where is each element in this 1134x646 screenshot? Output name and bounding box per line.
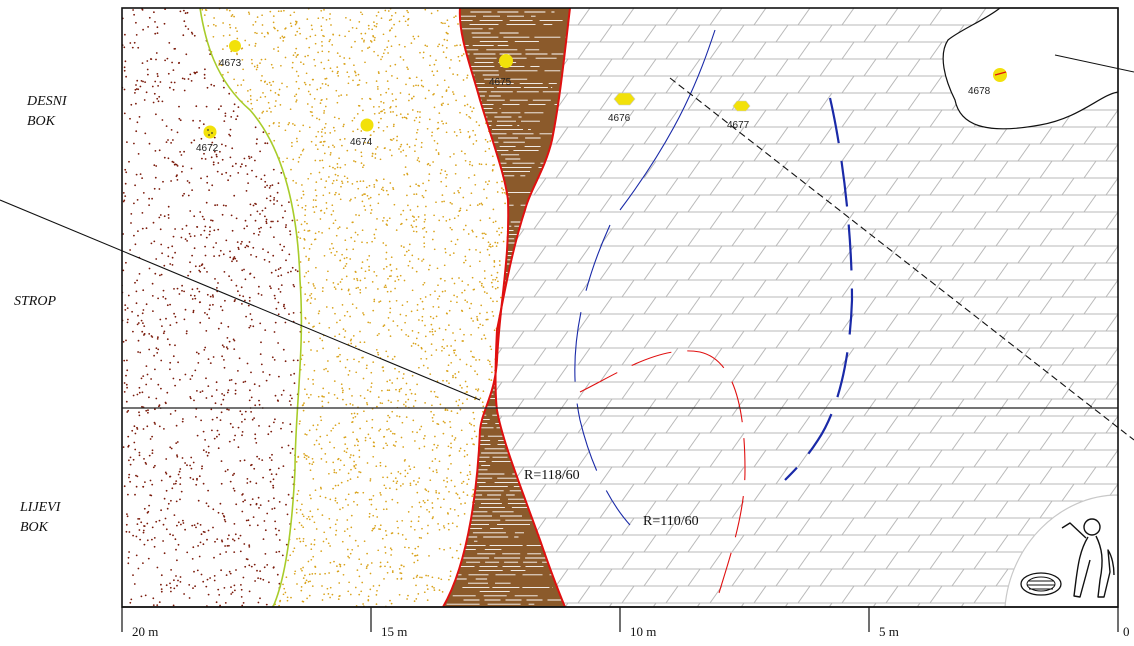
scale-label-5m: 5 m (879, 624, 899, 640)
scale-label-0: 0 (1123, 624, 1130, 640)
right-wall-label-line2: BOK (27, 112, 67, 132)
scale-bar (122, 607, 1118, 632)
left-wall-label-line1: LIJEVI (20, 498, 60, 518)
left-wall-label-line2: BOK (20, 518, 60, 538)
manhole-icon (1021, 573, 1061, 595)
scale-label-15m: 15 m (381, 624, 407, 640)
left-wall-label: LIJEVI BOK (20, 498, 60, 538)
scale-label-20m: 20 m (132, 624, 158, 640)
measurement-label-1: R=118/60 (524, 468, 580, 483)
right-wall-label: DESNI BOK (27, 92, 67, 132)
ceiling-label: STROP (14, 292, 56, 312)
right-wall-label-line1: DESNI (27, 92, 67, 112)
scale-label-10m: 10 m (630, 624, 656, 640)
measurement-label-2: R=110/60 (643, 514, 699, 529)
